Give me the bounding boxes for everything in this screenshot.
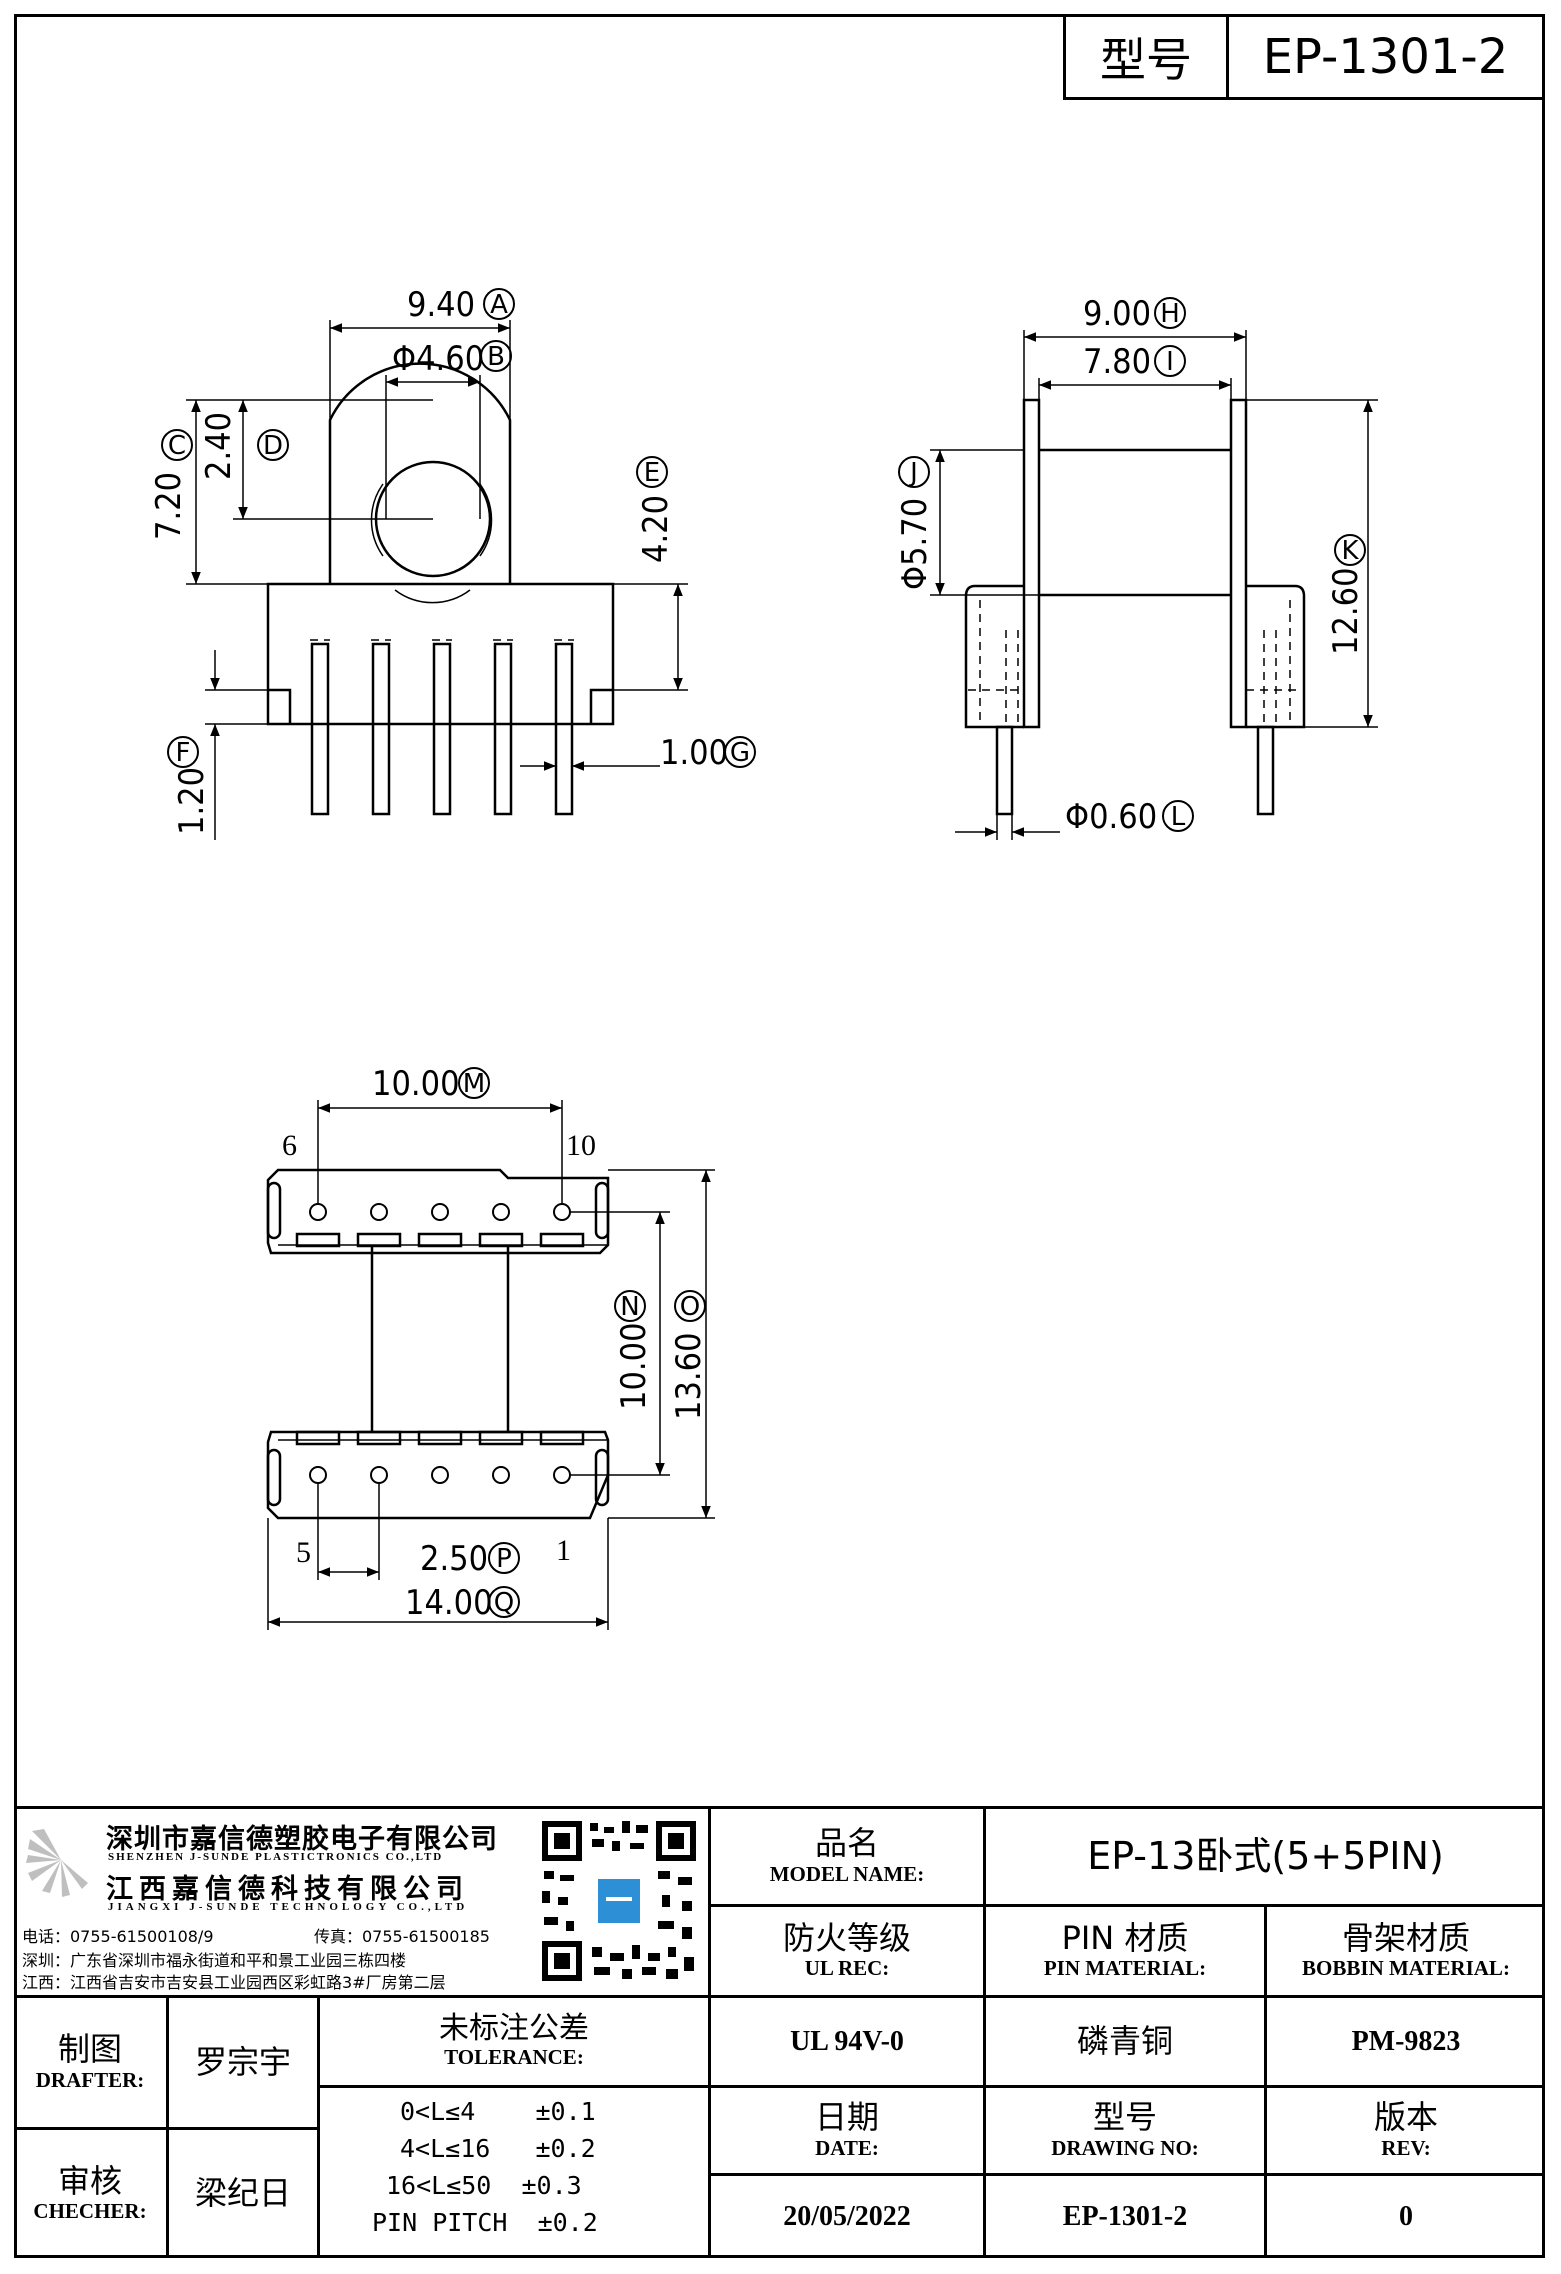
side-view [930, 330, 1378, 840]
svg-text:L: L [1171, 802, 1186, 832]
model-number-box: 型号 EP-1301-2 [1063, 14, 1545, 100]
title-block: 深圳市嘉信德塑胶电子有限公司 SHENZHEN J-SUNDE PLASTICT… [14, 1806, 1545, 2258]
svg-text:A: A [490, 290, 508, 320]
dim-g: 1.00 [660, 733, 728, 773]
drafter-value: 罗宗宇 [194, 2042, 291, 2081]
company-fax: 传真：0755-61500185 [314, 1927, 490, 1946]
date-value: 20/05/2022 [783, 2201, 911, 2232]
svg-text:O: O [680, 1292, 700, 1322]
dim-f: 1.20 [172, 767, 212, 835]
dim-k: 12.60 [1326, 567, 1366, 655]
tolerance-row: 4<L≤16 ±0.2 [400, 2134, 596, 2163]
tolerance-row: 0<L≤4 ±0.1 [400, 2097, 596, 2126]
pin-6-label: 6 [282, 1129, 297, 1162]
pin-material-value: 磷青铜 [1076, 2021, 1173, 2060]
bottom-view [266, 1100, 715, 1630]
dim-p: 2.50 [420, 1539, 488, 1579]
company-address-shenzhen: 深圳：广东省深圳市福永街道和平和景工业园三栋四楼 [22, 1951, 407, 1970]
svg-text:C: C [168, 431, 186, 461]
tolerance-row: 16<L≤50 ±0.3 [386, 2171, 582, 2200]
company-name-en-2: JIANGXI J-SUNDE TECHNOLOGY CO.,LTD [108, 1901, 469, 1913]
svg-text:D: D [263, 431, 283, 461]
dim-d: 2.40 [199, 412, 239, 480]
drawing-frame [14, 14, 1545, 2258]
dim-n: 10.00 [614, 1322, 654, 1410]
rev-value: 0 [1399, 2201, 1413, 2232]
model-label: 型号 [1066, 17, 1229, 97]
ul-rec-value: UL 94V-0 [790, 2025, 904, 2057]
dim-j: Φ5.70 [895, 498, 935, 590]
pin-number-labels: 6 10 5 1 [282, 1129, 596, 1569]
svg-text:H: H [1160, 299, 1180, 329]
bobbin-material-value: PM-9823 [1351, 2025, 1461, 2057]
company-phone: 电话：0755-61500108/9 [22, 1927, 214, 1946]
svg-text:P: P [496, 1544, 512, 1574]
dim-m: 10.00 [372, 1064, 460, 1104]
company-name-cn-1: 深圳市嘉信德塑胶电子有限公司 [106, 1824, 498, 1855]
svg-text:K: K [1341, 536, 1359, 566]
company-logo [22, 1821, 100, 1899]
dim-a: 9.40 [407, 285, 475, 325]
pin-10-label: 10 [566, 1129, 596, 1162]
svg-text:N: N [620, 1292, 639, 1322]
tolerance-table: 0<L≤4 ±0.1 4<L≤16 ±0.2 16<L≤50 ±0.3 PIN … [320, 2093, 708, 2241]
dim-q: 14.00 [405, 1583, 493, 1623]
svg-text:F: F [176, 738, 191, 768]
svg-text:I: I [1166, 347, 1174, 377]
pin-5-label: 5 [296, 1536, 311, 1569]
dim-b: Φ4.60 [392, 339, 484, 379]
technical-drawing: 9.40 Φ4.60 7.20 2.40 4.20 1.20 1.00 9.00… [149, 285, 1378, 1630]
company-name-en-1: SHENZHEN J-SUNDE PLASTICTRONICS CO.,LTD [108, 1851, 444, 1863]
svg-text:J: J [908, 458, 918, 488]
pin-1-label: 1 [556, 1534, 571, 1567]
dim-h: 9.00 [1083, 294, 1151, 334]
drawing-no-value: EP-1301-2 [1062, 2201, 1188, 2232]
model-value: EP-1301-2 [1262, 29, 1509, 85]
front-view [186, 320, 688, 840]
company-address-jiangxi: 江西：江西省吉安市吉安县工业园西区彩虹路3#厂房第二层 [22, 1973, 446, 1992]
svg-text:G: G [730, 738, 750, 768]
dim-i: 7.80 [1083, 342, 1151, 382]
dimension-marker-circles [161, 288, 1366, 1618]
tolerance-row: PIN PITCH ±0.2 [372, 2208, 598, 2237]
dim-o: 13.60 [669, 1332, 709, 1420]
model-name-value: EP-13卧式(5+5PIN) [1087, 1833, 1444, 1878]
front-pins [310, 642, 574, 816]
svg-text:M: M [463, 1069, 485, 1099]
dimension-labels: 9.40 Φ4.60 7.20 2.40 4.20 1.20 1.00 9.00… [149, 285, 1366, 1623]
dimension-marker-letters: AB C D E F G H I J K L M N O P Q [168, 290, 1360, 1618]
checker-value: 梁纪日 [194, 2174, 291, 2213]
qr-code [538, 1817, 700, 1985]
dim-c: 7.20 [149, 472, 189, 540]
dim-e: 4.20 [636, 495, 676, 563]
svg-text:Q: Q [494, 1588, 514, 1618]
svg-text:B: B [487, 342, 505, 372]
svg-text:E: E [644, 458, 660, 488]
company-name-cn-2: 江西嘉信德科技有限公司 [106, 1874, 469, 1905]
dim-l: Φ0.60 [1065, 797, 1157, 837]
